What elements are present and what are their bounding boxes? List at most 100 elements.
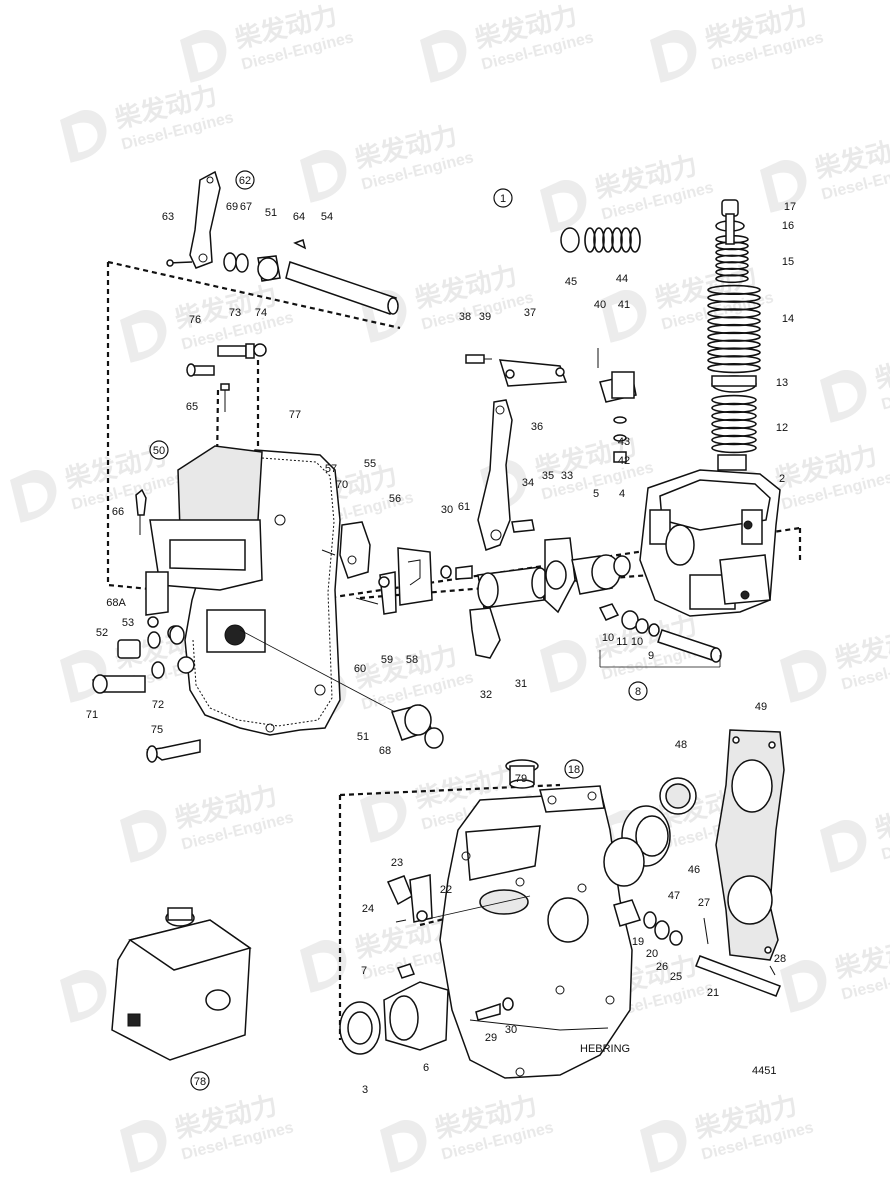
part-number-label: 17 [784,201,796,213]
group-label-circle [149,440,169,460]
watermark-logo-icon [540,640,587,693]
group-label-text: 1 [500,193,506,205]
part-number-label: 71 [86,709,98,721]
small-linkage-lower [386,874,531,979]
lever-assembly [166,170,399,315]
part-number-label: 7 [361,965,367,977]
part-number-label: 27 [698,897,710,909]
watermark-logo-icon [600,290,647,343]
part-number-label: 5 [593,488,599,500]
lever-arm-part [189,170,221,269]
part-number-label: 25 [670,971,682,983]
part-number-label: 16 [782,220,794,232]
part-number-label: 44 [616,273,628,285]
watermark-logo-icon [760,160,807,213]
group-label-text: 62 [239,175,251,187]
fuel-lever-group [465,348,637,551]
part-number-label: 49 [755,701,767,713]
part-number-label: 66 [112,506,124,518]
part-number-label: 55 [364,458,376,470]
part-number-label: 47 [668,890,680,902]
part-number-label: 35 [542,470,554,482]
part-number-label: 22 [440,884,452,896]
part-number-label: 21 [707,987,719,999]
part-number-label: 79 [515,773,527,785]
part-number-label: 2 [779,473,785,485]
part-number-label: 53 [122,617,134,629]
part-number-label: 30 [441,504,453,516]
part-number-label: 70 [336,479,348,491]
shaft-21-group [613,899,781,997]
group-label: 78 [190,1071,210,1091]
part-number-label: 13 [776,377,788,389]
part-number-label: 57 [325,463,337,475]
watermark-logo-icon [60,650,107,703]
group-label: 1 [493,188,513,208]
spring-part-12 [711,394,757,454]
part-number-label: 40 [594,299,606,311]
part-number-label: 26 [656,961,668,973]
drawing-number: 4451 [752,1065,776,1077]
watermark-logo-icon [650,30,697,83]
part-number-label: 33 [561,470,573,482]
gasket-49 [715,729,785,961]
part-number-label: 56 [389,493,401,505]
watermark-logo-icon [60,110,107,163]
part-number-label: 74 [255,307,267,319]
part-number-label: 68 [379,745,391,757]
part-number-label: 73 [229,307,241,319]
group-label-text: 78 [194,1076,206,1088]
screw-assembly-8 [598,603,722,668]
lower-housing: HEBRING [439,785,633,1079]
linkage-parts [321,521,433,615]
part-number-label: 77 [289,409,301,421]
watermark-logo-icon [10,470,57,523]
watermark-logo-icon [120,810,167,863]
flyweight-and-springs [639,199,781,617]
group-label-circle [235,170,255,190]
part-number-label: 36 [531,421,543,433]
bushing-lower [239,629,444,749]
part-number-label: 3 [362,1084,368,1096]
spring-part-44 [584,227,641,253]
part-number-label: 63 [162,211,174,223]
group-label: 62 [235,170,255,190]
watermark-chinese: 柴发动力 [871,340,890,395]
group-label-text: 8 [635,686,641,698]
watermark-logo-icon [180,30,227,83]
part-number-label: 60 [354,663,366,675]
housing-78 [111,907,252,1061]
spring-part-14 [707,284,761,374]
part-number-label: 41 [618,299,630,311]
group-label: 18 [564,759,584,779]
governor-housing [145,445,341,736]
watermark-logo-icon [120,1120,167,1173]
part-number-label: 34 [522,477,534,489]
part-number-label: 19 [632,936,644,948]
part-number-label: 76 [189,314,201,326]
watermark-logo-icon [540,180,587,233]
shaft-part [285,261,397,315]
small-springs [560,227,641,253]
part-number-label: 68A [106,597,126,609]
part-number-label: 9 [648,650,654,662]
screws-group-top-left [186,343,267,412]
watermark-logo-icon [120,310,167,363]
part-number-label: 10 [602,632,614,644]
watermark-logo-icon [420,30,467,83]
part-number-label: 12 [776,422,788,434]
part-number-label: 20 [646,948,658,960]
